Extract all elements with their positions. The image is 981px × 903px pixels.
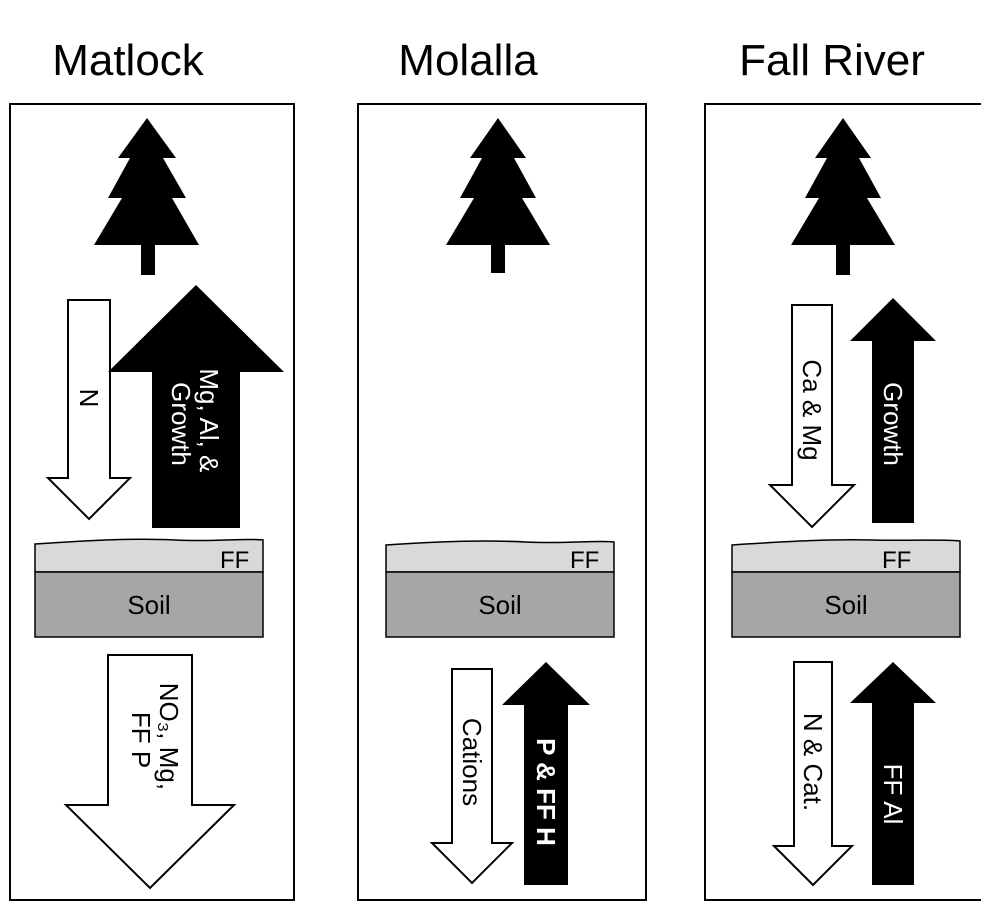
- down-arrow-lower: NO₃, Mg, FF P: [63, 654, 237, 890]
- arrow-label: P & FF H: [531, 738, 561, 846]
- forest-floor-label: FF: [570, 547, 599, 574]
- arrow-label: FF Al: [878, 764, 908, 825]
- arrow-label: N & Cat.: [798, 713, 828, 811]
- up-arrow-lower: P & FF H: [502, 662, 590, 885]
- tree-icon: [446, 118, 550, 273]
- soil-label: Soil: [478, 590, 521, 620]
- arrow-label: Cations: [457, 718, 487, 806]
- up-arrow-upper: Growth: [850, 298, 936, 523]
- arrow-label: Growth: [878, 382, 908, 466]
- soil-layer: Soil: [34, 571, 264, 638]
- forest-floor-layer: FF: [385, 540, 615, 574]
- down-arrow-lower: N & Cat.: [771, 661, 855, 887]
- down-arrow-upper: Ca & Mg: [767, 304, 857, 529]
- forest-floor-layer: FF: [731, 538, 961, 574]
- arrow-label-line: NO₃, Mg,: [154, 683, 184, 790]
- tree-icon: [94, 118, 199, 275]
- arrow-label-line: Mg, Al, &: [194, 368, 224, 472]
- arrow-label-line: FF P: [126, 712, 156, 768]
- forest-floor-label: FF: [220, 547, 249, 574]
- panel-title: Molalla: [398, 36, 538, 85]
- panel-fall-river: Fall River Ca & Mg Growth FF Soil N & Ca…: [704, 36, 981, 901]
- soil-layer: Soil: [385, 571, 615, 638]
- down-arrow-lower: Cations: [429, 668, 515, 885]
- panel-frame: [9, 103, 295, 901]
- tree-icon: [791, 118, 895, 275]
- panel-title: Matlock: [52, 36, 205, 85]
- panel-molalla: Molalla FF Soil Cations P & FF H: [357, 36, 647, 901]
- forest-floor-layer: FF: [34, 538, 264, 574]
- arrow-label: N: [74, 389, 104, 408]
- panel-matlock: Matlock N Mg, Al, & Growth FF Soil: [9, 36, 295, 901]
- panel-frame: [704, 103, 981, 901]
- soil-label: Soil: [824, 590, 867, 620]
- panel-title: Fall River: [739, 36, 925, 85]
- forest-floor-label: FF: [882, 547, 911, 574]
- up-arrow-lower: FF Al: [850, 662, 936, 885]
- arrow-label: NO₃, Mg, FF P: [126, 683, 184, 798]
- up-arrow-upper: Mg, Al, & Growth: [108, 285, 284, 528]
- soil-layer: Soil: [731, 571, 961, 638]
- arrow-label: Ca & Mg: [797, 359, 827, 460]
- down-arrow-upper: N: [45, 299, 133, 521]
- arrow-label: Mg, Al, & Growth: [166, 368, 224, 479]
- arrow-label-line: Growth: [166, 382, 196, 466]
- soil-label: Soil: [127, 590, 170, 620]
- panel-frame: [357, 103, 647, 901]
